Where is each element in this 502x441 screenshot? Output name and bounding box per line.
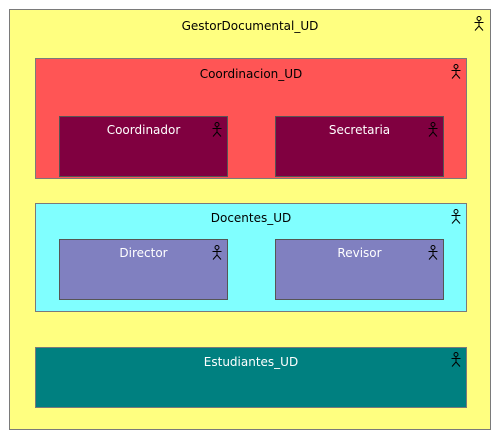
group-estudiantes-ud[interactable]: Estudiantes_UD xyxy=(35,347,467,408)
group-title: Docentes_UD xyxy=(210,211,292,225)
actor-coordinador[interactable]: Coordinador xyxy=(59,116,228,177)
actor-icon xyxy=(474,16,484,31)
group-title: Estudiantes_UD xyxy=(203,355,299,369)
actor-icon xyxy=(451,352,461,367)
actor-icon xyxy=(451,209,461,224)
actor-director[interactable]: Director xyxy=(59,239,228,300)
group-title: Coordinacion_UD xyxy=(199,67,303,81)
group-gestordocumental-ud[interactable]: GestorDocumental_UD Coordinacion_UD Coor… xyxy=(9,9,491,430)
actor-icon xyxy=(212,245,222,260)
group-coordinacion-ud[interactable]: Coordinacion_UD Coordinador Secretaria xyxy=(35,58,467,179)
actor-label: Director xyxy=(119,246,168,260)
actor-secretaria[interactable]: Secretaria xyxy=(275,116,444,177)
group-docentes-ud[interactable]: Docentes_UD Director Revisor xyxy=(35,203,467,312)
actor-icon xyxy=(451,64,461,79)
group-title: GestorDocumental_UD xyxy=(181,19,319,33)
actor-revisor[interactable]: Revisor xyxy=(275,239,444,300)
actor-label: Secretaria xyxy=(328,123,391,137)
actor-label: Revisor xyxy=(337,246,382,260)
actor-icon xyxy=(212,122,222,137)
actor-icon xyxy=(428,122,438,137)
actor-label: Coordinador xyxy=(106,123,181,137)
actor-icon xyxy=(428,245,438,260)
